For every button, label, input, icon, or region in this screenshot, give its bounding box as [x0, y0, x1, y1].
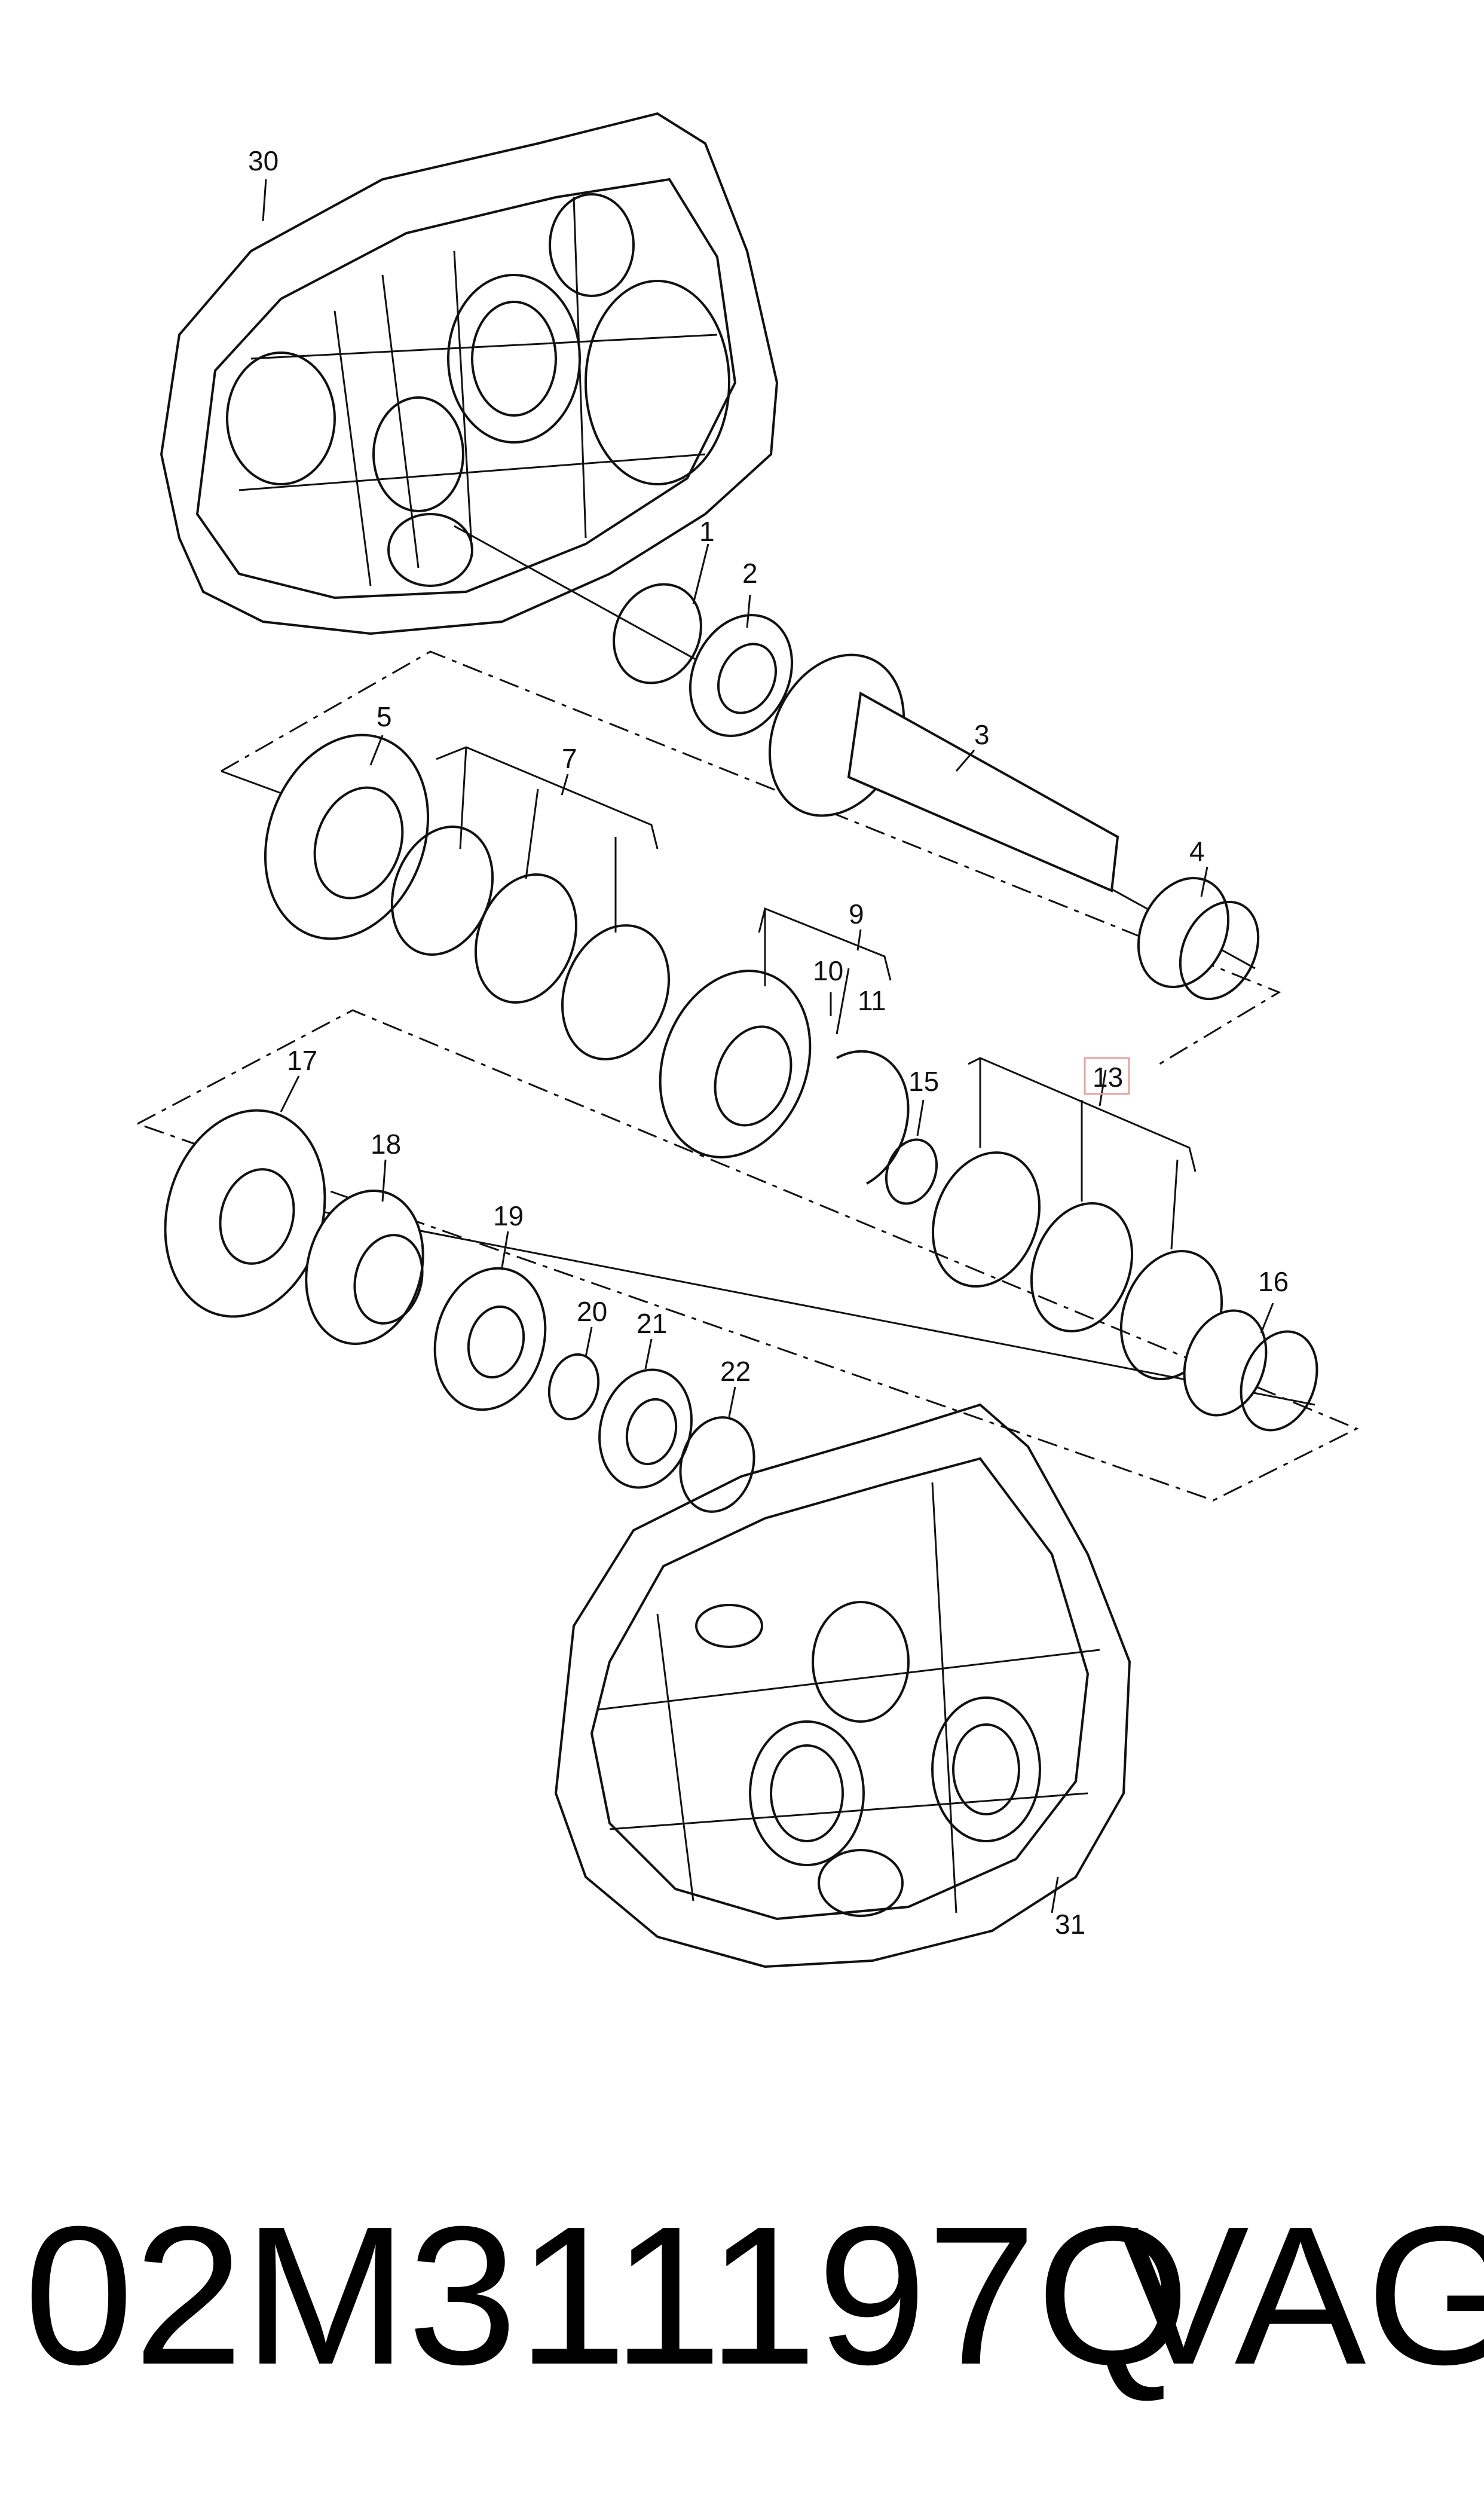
callout-21[interactable]: 21	[637, 1308, 667, 1339]
part-1-circlip	[613, 583, 702, 684]
part-16-needle-bearing	[1183, 1309, 1318, 1432]
part-2-bearing	[689, 614, 794, 737]
callout-4[interactable]: 4	[1189, 836, 1205, 867]
svg-text:2: 2	[742, 558, 758, 589]
callout-20[interactable]: 20	[577, 1296, 607, 1327]
svg-text:10: 10	[813, 955, 843, 986]
part-18-gear	[305, 1190, 424, 1345]
svg-text:1: 1	[699, 516, 715, 547]
part-5-gear	[264, 733, 430, 940]
svg-text:17: 17	[287, 1045, 317, 1076]
callout-22[interactable]: 22	[720, 1356, 751, 1387]
callout-17[interactable]: 17	[287, 1045, 317, 1076]
part-17-gear	[164, 1109, 326, 1318]
svg-text:4: 4	[1189, 836, 1205, 867]
callout-10[interactable]: 10	[813, 955, 843, 986]
callout-9[interactable]: 9	[849, 898, 864, 930]
part-21-bearing	[598, 1368, 693, 1489]
svg-text:16: 16	[1258, 1266, 1289, 1297]
svg-text:18: 18	[371, 1129, 401, 1160]
callout-3[interactable]: 3	[974, 719, 990, 750]
callout-15[interactable]: 15	[908, 1066, 939, 1097]
svg-text:3: 3	[974, 719, 990, 750]
part-20-circlip	[547, 1353, 600, 1421]
svg-text:22: 22	[720, 1356, 751, 1387]
callout-7[interactable]: 7	[562, 743, 577, 774]
svg-text:13: 13	[1093, 1062, 1123, 1093]
callout-18[interactable]: 18	[371, 1129, 401, 1160]
part-3-input-shaft	[768, 653, 1119, 892]
svg-text:15: 15	[908, 1066, 939, 1097]
svg-text:9: 9	[849, 898, 864, 930]
svg-text:21: 21	[637, 1308, 667, 1339]
svg-text:30: 30	[248, 145, 279, 176]
callout-2[interactable]: 2	[742, 558, 758, 589]
callout-19[interactable]: 19	[493, 1200, 524, 1231]
svg-text:20: 20	[577, 1296, 607, 1327]
gearbox-housing-31	[554, 1403, 1131, 1968]
part-15-circlip	[885, 1138, 938, 1205]
leader-lines	[262, 179, 1274, 1913]
svg-text:19: 19	[493, 1200, 524, 1231]
svg-text:5: 5	[377, 701, 392, 732]
part-number-caption: 02M311197Q VAG	[24, 2170, 1484, 2421]
callout-1[interactable]: 1	[699, 516, 715, 547]
brand-name: VAG	[1118, 2185, 1484, 2405]
callout-13[interactable]: 13	[1084, 1057, 1130, 1095]
callout-5[interactable]: 5	[377, 701, 392, 732]
callout-31[interactable]: 31	[1055, 1909, 1085, 1940]
callout-11[interactable]: 11	[858, 985, 886, 1016]
callout-16[interactable]: 16	[1258, 1266, 1289, 1297]
part-11-circlip	[836, 1050, 910, 1185]
part-9-synchro-hub	[659, 970, 812, 1158]
svg-text:7: 7	[562, 743, 577, 774]
gearbox-housing-30	[160, 112, 779, 635]
part-19-gear	[433, 1267, 547, 1411]
svg-text:31: 31	[1055, 1909, 1085, 1940]
part-4-needle-bearing	[1137, 876, 1260, 1001]
part-7-synchro-ring-set	[390, 826, 671, 1060]
part-22-shim	[679, 1416, 755, 1513]
exploded-view-frame-lower	[137, 1009, 1359, 1502]
callout-30[interactable]: 30	[248, 145, 279, 176]
part-number: 02M311197Q	[24, 2185, 1190, 2405]
svg-text:11: 11	[858, 985, 886, 1016]
